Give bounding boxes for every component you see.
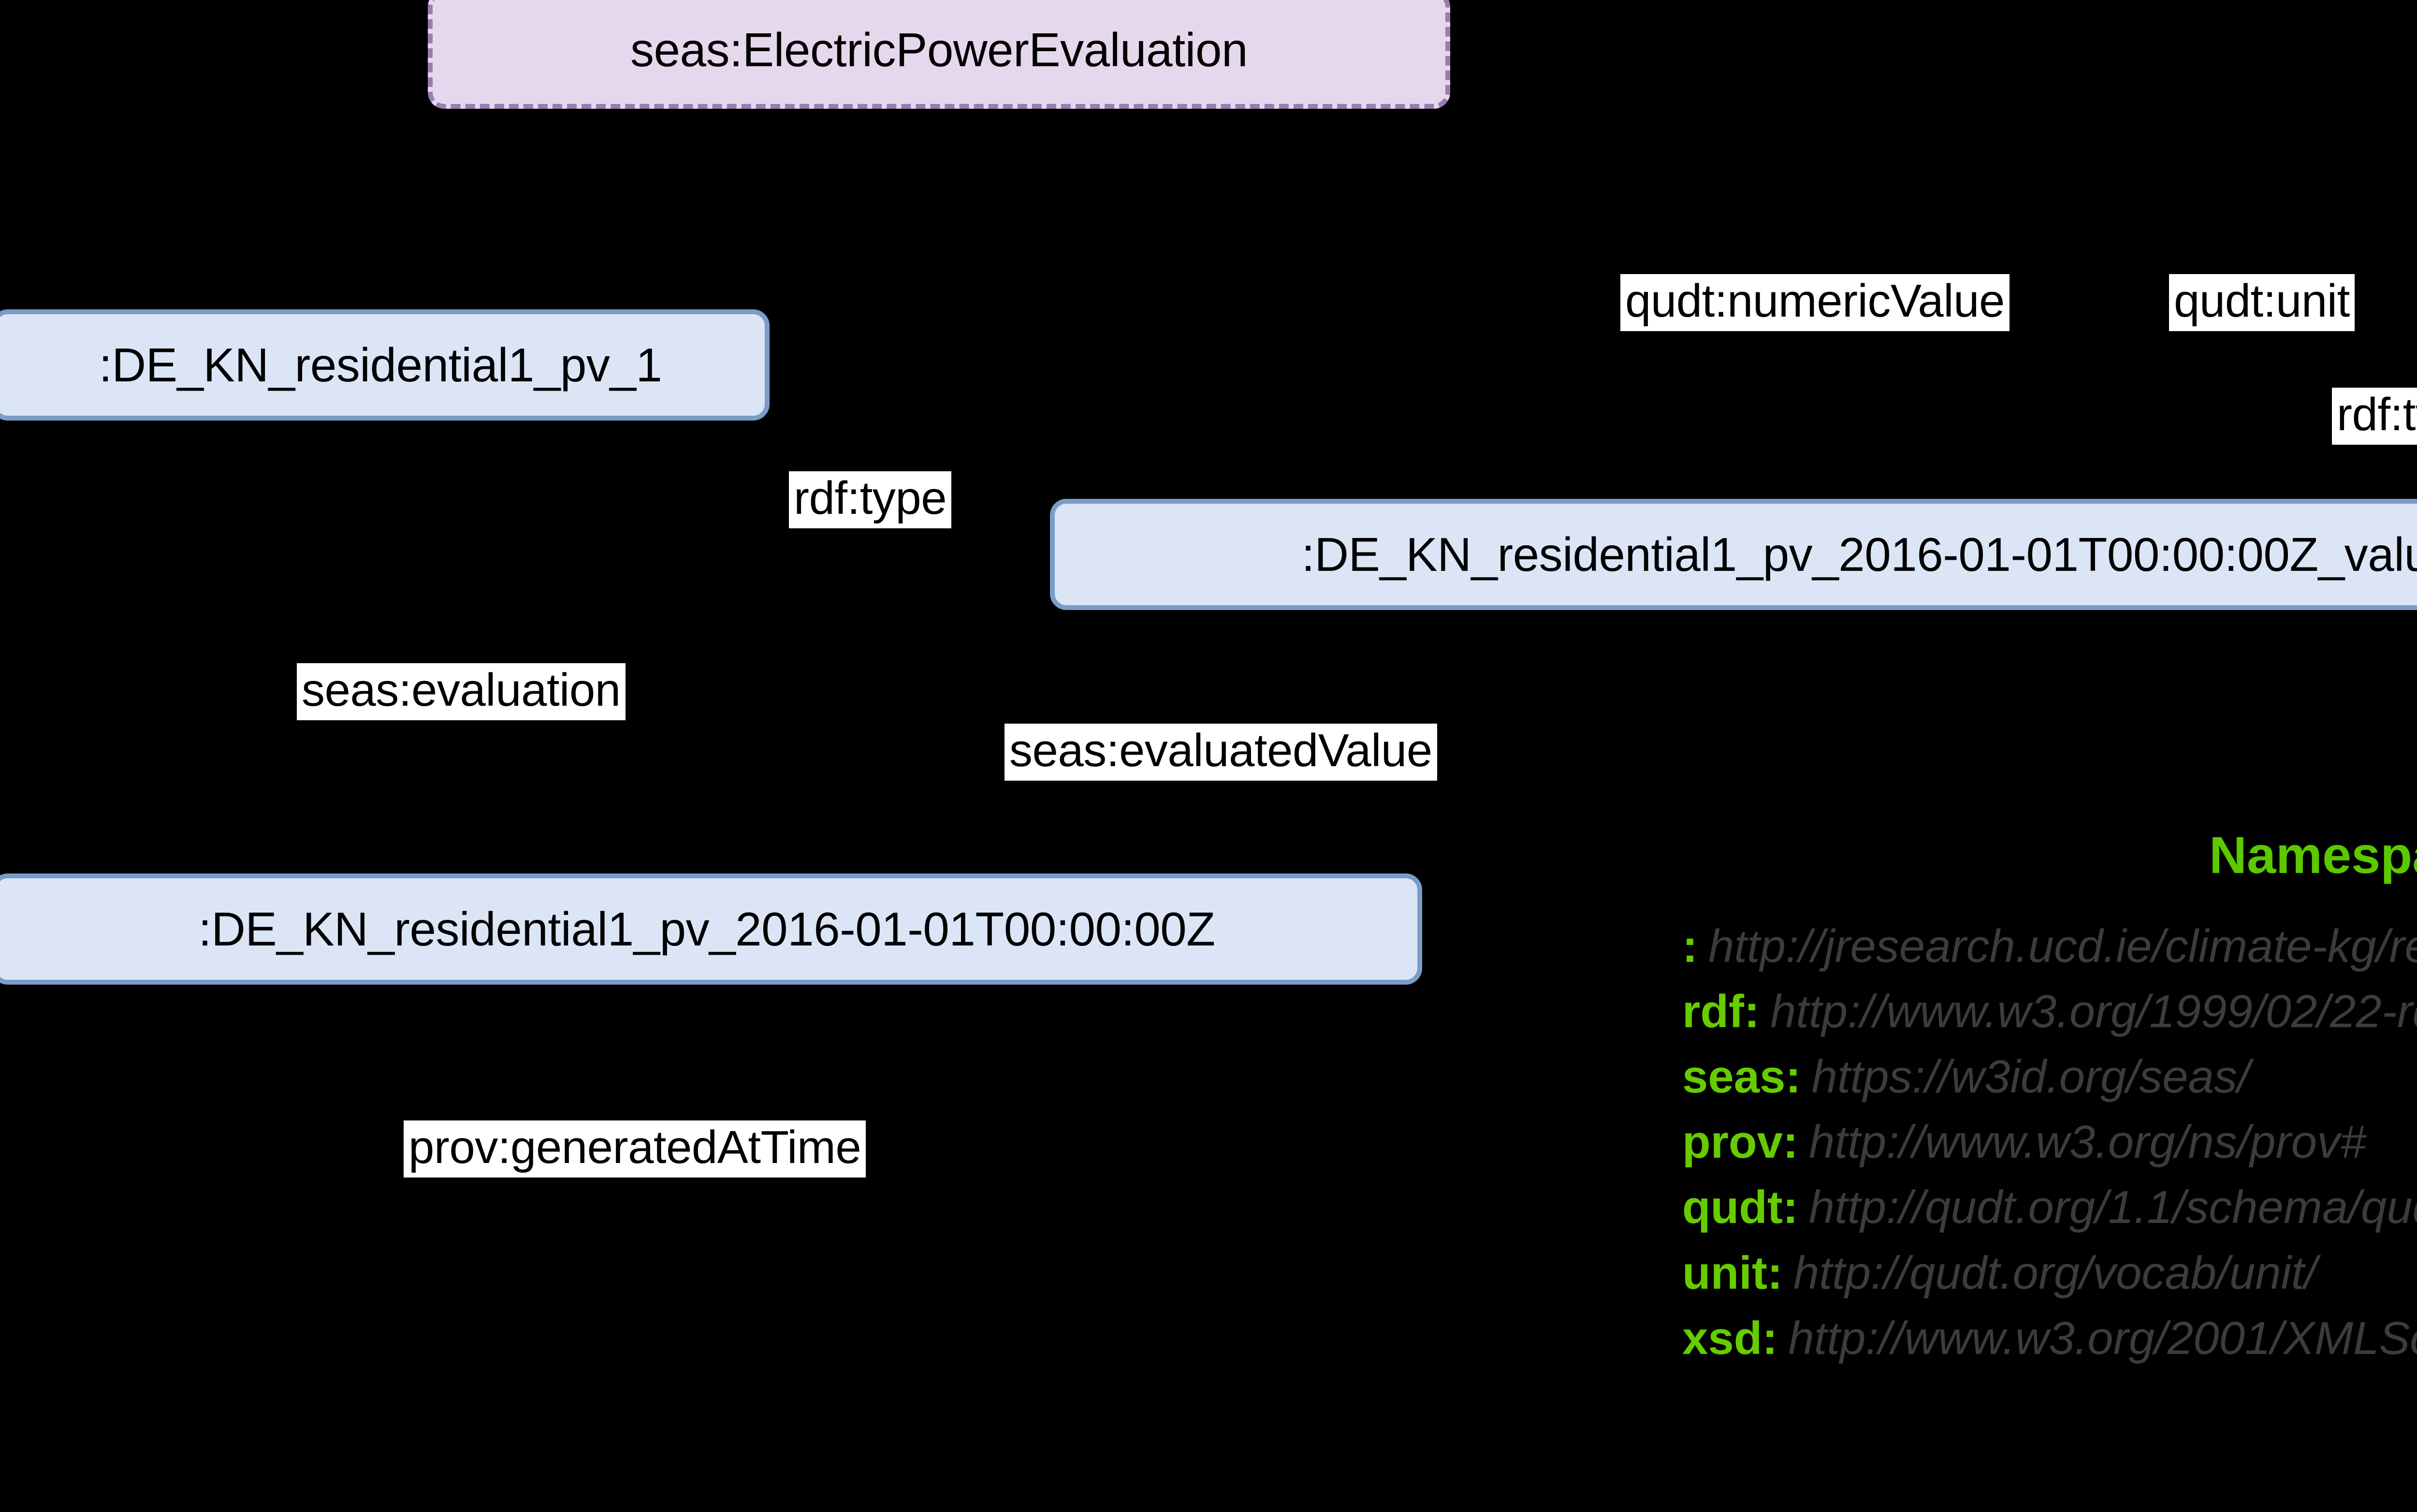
graph-node-electric-power-evaluation[interactable]: seas:ElectricPowerEvaluation: [428, 0, 1450, 109]
namespace-prefix: prov:: [1682, 1116, 1798, 1168]
graph-node-pv-1[interactable]: :DE_KN_residential1_pv_1: [0, 309, 770, 421]
graph-node-pv-value[interactable]: :DE_KN_residential1_pv_2016-01-01T00:00:…: [1050, 499, 2417, 610]
edge-label-numeric-value: qudt:numericValue: [1620, 274, 2009, 331]
namespace-prefix: qudt:: [1682, 1181, 1798, 1234]
edge-label-rdf-type-pv: rdf:type: [789, 471, 952, 528]
namespace-prefix: unit:: [1682, 1247, 1783, 1299]
namespace-row: xsd:http://www.w3.org/2001/XMLSchema#: [1682, 1310, 2417, 1367]
namespace-uri: http://qudt.org/1.1/schema/qudt#: [1808, 1181, 2417, 1234]
namespace-prefix: :: [1682, 920, 1698, 972]
namespace-prefix: xsd:: [1682, 1312, 1778, 1364]
namespace-uri: http://www.w3.org/ns/prov#: [1809, 1116, 2366, 1168]
namespace-prefix: rdf:: [1682, 986, 1760, 1038]
namespace-prefix: seas:: [1682, 1051, 1801, 1103]
namespaces-legend-rows: :http://jresearch.ucd.ie/climate-kg/reso…: [1682, 918, 2417, 1367]
namespace-uri: http://jresearch.ucd.ie/climate-kg/resou…: [1708, 920, 2417, 972]
graph-node-pv-evaluation[interactable]: :DE_KN_residential1_pv_2016-01-01T00:00:…: [0, 873, 1422, 985]
namespaces-legend-title: Namespaces: [2209, 826, 2417, 884]
edge-label-seas-evaluation: seas:evaluation: [297, 663, 626, 720]
namespace-row: unit:http://qudt.org/vocab/unit/: [1682, 1245, 2417, 1301]
edge-label-qudt-unit: qudt:unit: [2169, 274, 2355, 331]
edge-label-seas-evaluated-value: seas:evaluatedValue: [1005, 724, 1437, 781]
namespace-row: rdf:http://www.w3.org/1999/02/22-rdf-syn…: [1682, 983, 2417, 1040]
namespaces-legend: Namespaces :http://jresearch.ucd.ie/clim…: [1682, 829, 2417, 1375]
namespace-uri: https://w3id.org/seas/: [1811, 1051, 2250, 1103]
namespace-row: :http://jresearch.ucd.ie/climate-kg/reso…: [1682, 918, 2417, 974]
namespace-uri: http://www.w3.org/2001/XMLSchema#: [1788, 1312, 2417, 1364]
edge-label-prov-generated-at-time: prov:generatedAtTime: [404, 1120, 866, 1178]
namespace-uri: http://www.w3.org/1999/02/22-rdf-syntax-…: [1770, 986, 2417, 1038]
edge-label-rdf-type-qv: rdf:type: [2332, 388, 2417, 445]
namespace-row: seas:https://w3id.org/seas/: [1682, 1048, 2417, 1105]
namespace-uri: http://qudt.org/vocab/unit/: [1793, 1247, 2317, 1299]
namespace-row: prov:http://www.w3.org/ns/prov#: [1682, 1114, 2417, 1170]
namespace-row: qudt:http://qudt.org/1.1/schema/qudt#: [1682, 1179, 2417, 1236]
